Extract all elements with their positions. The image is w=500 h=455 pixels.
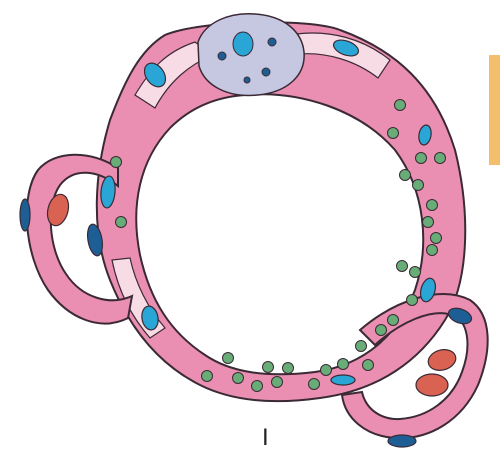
diagram-label: I: [262, 426, 269, 450]
granule: [116, 217, 127, 228]
red-blood-cell: [416, 374, 448, 396]
granule: [416, 153, 427, 164]
granule: [283, 363, 294, 374]
bubble-dot: [218, 52, 226, 60]
granule: [427, 245, 438, 256]
red-blood-cell: [426, 347, 458, 374]
granule: [356, 341, 367, 352]
granule: [413, 180, 424, 191]
granule: [407, 295, 418, 306]
granule: [338, 359, 349, 370]
granule: [400, 170, 411, 181]
granule: [252, 381, 263, 392]
granule: [202, 371, 213, 382]
granule: [263, 362, 274, 373]
nucleus: [331, 375, 355, 385]
granule: [435, 153, 446, 164]
granule: [233, 373, 244, 384]
granule: [376, 325, 387, 336]
bubble-dot: [244, 77, 250, 83]
granule: [321, 365, 332, 376]
bubble-cell: [198, 14, 304, 96]
granule: [363, 360, 374, 371]
granule: [423, 217, 434, 228]
granule: [388, 128, 399, 139]
granule: [309, 379, 320, 390]
bubble-dot: [262, 68, 270, 76]
granule: [388, 315, 399, 326]
nucleus: [20, 199, 30, 231]
nucleus: [388, 435, 416, 447]
granule: [397, 261, 408, 272]
bubble-dot: [233, 32, 253, 56]
granule: [272, 377, 283, 388]
granule: [395, 100, 406, 111]
granule: [410, 267, 421, 278]
granule: [431, 233, 442, 244]
bubble-dot: [268, 38, 276, 46]
granule: [223, 353, 234, 364]
granule: [111, 157, 122, 168]
granule: [427, 200, 438, 211]
